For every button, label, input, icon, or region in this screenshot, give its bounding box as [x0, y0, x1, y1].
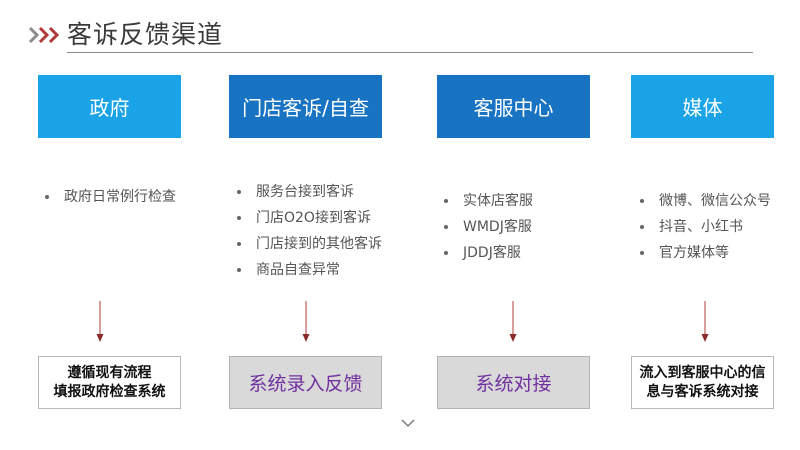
- list-item: WMDJ客服: [441, 214, 533, 240]
- list-item: 服务台接到客诉: [234, 179, 382, 205]
- channel-action-box: 遵循现有流程 填报政府检查系统: [38, 356, 181, 409]
- down-arrow-icon: [302, 301, 310, 342]
- list-item: 商品自查异常: [234, 257, 382, 283]
- chevron-down-icon[interactable]: [401, 418, 415, 428]
- channel-header: 政府: [38, 75, 181, 138]
- down-arrow-icon: [509, 301, 517, 342]
- list-item: 政府日常例行检查: [42, 184, 176, 210]
- action-line: 系统对接: [475, 373, 552, 395]
- down-arrow-icon: [96, 301, 104, 342]
- title-divider: [67, 52, 753, 53]
- down-arrow-icon: [701, 301, 709, 342]
- list-item: JDDJ客服: [441, 240, 533, 266]
- channel-header: 客服中心: [437, 75, 590, 138]
- channel-item-list: 服务台接到客诉 门店O2O接到客诉 门店接到的其他客诉 商品自查异常: [234, 179, 382, 283]
- channel-action-box: 流入到客服中心的信 息与客诉系统对接: [631, 356, 774, 409]
- list-item: 抖音、小红书: [637, 214, 771, 240]
- action-line: 流入到客服中心的信: [639, 364, 766, 381]
- list-item: 门店O2O接到客诉: [234, 205, 382, 231]
- action-line: 息与客诉系统对接: [646, 383, 759, 400]
- list-item: 官方媒体等: [637, 240, 771, 266]
- action-line: 遵循现有流程: [67, 364, 152, 381]
- channel-item-list: 政府日常例行检查: [42, 184, 176, 210]
- action-line: 填报政府检查系统: [53, 383, 166, 400]
- triple-chevron-right-icon: [28, 26, 60, 44]
- list-item: 实体店客服: [441, 188, 533, 214]
- channel-action-box: 系统对接: [437, 356, 590, 409]
- channel-item-list: 实体店客服 WMDJ客服 JDDJ客服: [441, 188, 533, 266]
- list-item: 微博、微信公众号: [637, 188, 771, 214]
- channel-action-box: 系统录入反馈: [229, 356, 382, 409]
- channel-header: 门店客诉/自查: [229, 75, 382, 138]
- channel-header: 媒体: [631, 75, 774, 138]
- channel-item-list: 微博、微信公众号 抖音、小红书 官方媒体等: [637, 188, 771, 266]
- page-title: 客诉反馈渠道: [67, 20, 224, 49]
- action-line: 系统录入反馈: [248, 373, 363, 395]
- list-item: 门店接到的其他客诉: [234, 231, 382, 257]
